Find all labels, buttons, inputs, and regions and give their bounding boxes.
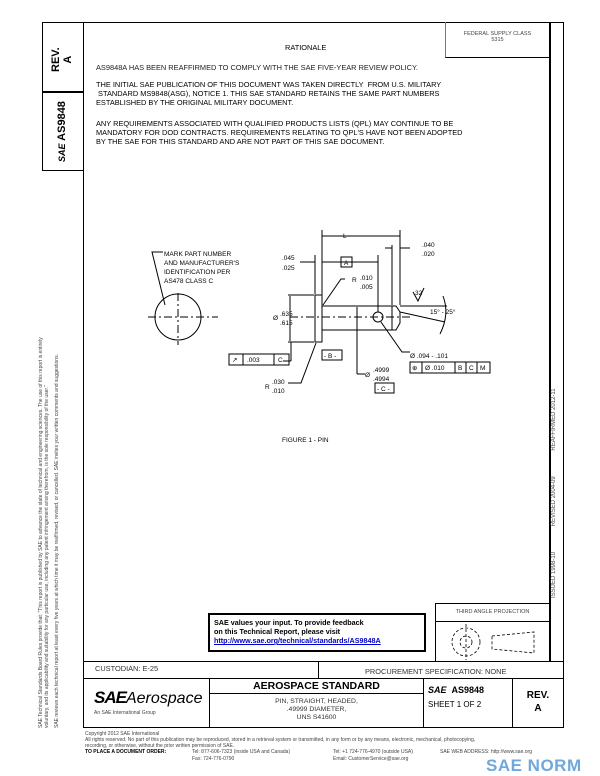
doc-number-cell: SAE AS9848 SHEET 1 OF 2 xyxy=(424,679,513,728)
surface-finish: 32 xyxy=(415,290,423,297)
title-cell: AEROSPACE STANDARD PIN, STRAIGHT, HEADED… xyxy=(210,679,424,728)
rev-label: REV. xyxy=(526,690,550,701)
position-tolerance: Ø .010 xyxy=(425,365,445,372)
dim-under-head-radius: .010 xyxy=(272,388,285,395)
runout-value: .003 xyxy=(247,357,260,364)
feedback-line: on this Technical Report, please visit xyxy=(214,627,341,636)
dim-hole: Ø .094 - .101 xyxy=(410,353,448,360)
runout-datum: C xyxy=(278,357,283,364)
marking-note-line: MARK PART NUMBER xyxy=(164,251,231,258)
runout-symbol: ↗ xyxy=(232,357,237,364)
sae-aerospace-logo: SAEAerospace An SAE International Group xyxy=(83,679,210,728)
dim-fillet: .005 xyxy=(360,284,373,291)
sheet-number: SHEET 1 OF 2 xyxy=(428,700,482,709)
rationale-paragraph: THE INITIAL SAE PUBLICATION OF THIS DOCU… xyxy=(96,80,442,107)
custodian: CUSTODIAN: E-25 xyxy=(95,664,159,673)
web-address[interactable]: SAE WEB ADDRESS: http://www.sae.org xyxy=(440,749,532,755)
position-mmc: M xyxy=(480,365,485,372)
dim-A: A xyxy=(344,260,349,267)
dim-head-thickness: .025 xyxy=(282,265,295,272)
dim-L: L xyxy=(343,233,347,240)
federal-supply-class-box: FEDERAL SUPPLY CLASS 5315 xyxy=(445,22,549,58)
dim-chamfer: .040 xyxy=(422,242,435,249)
dim-fillet: .010 xyxy=(360,275,373,282)
marking-note-line: IDENTIFICATION PER xyxy=(164,269,231,276)
dim-under-head-radius: .030 xyxy=(272,379,285,386)
marking-note-line: AND MANUFACTURER'S xyxy=(164,260,240,267)
rights-notice: All rights reserved. No part of this pub… xyxy=(85,737,476,743)
dim-shank-dia: .4994 xyxy=(373,376,390,383)
position-datum-c: C xyxy=(469,365,474,372)
dim-fillet: R xyxy=(352,277,357,284)
figure-caption: FIGURE 1 - PIN xyxy=(282,437,329,444)
title-line: .49999 DIAMETER, xyxy=(286,706,347,713)
pin-head xyxy=(314,294,323,343)
datum-b: - B - xyxy=(324,353,336,360)
drawing-frame xyxy=(83,22,564,728)
doc-number: AS9848 xyxy=(451,685,485,695)
feedback-line: SAE values your input. To provide feedba… xyxy=(214,618,364,627)
position-symbol: ⊕ xyxy=(412,365,418,372)
fax: Fax: 724-776-0790 xyxy=(192,756,235,762)
dim-angle: 15° - 25° xyxy=(430,308,456,316)
title-line: PIN, STRAIGHT, HEADED, xyxy=(275,698,358,705)
sae-mark: SAE xyxy=(428,685,447,695)
fsc-value: 5315 xyxy=(491,37,504,43)
dim-shank-dia: Ø xyxy=(365,372,370,379)
standard-heading: AEROSPACE STANDARD xyxy=(210,679,423,694)
custodian-row: CUSTODIAN: E-25 PROCUREMENT SPECIFICATIO… xyxy=(83,661,564,679)
copyright: Copyright 2012 SAE International xyxy=(85,731,160,737)
position-datum-b: B xyxy=(458,365,462,372)
tel-intl: Tel: +1 724-776-4970 (outside USA) xyxy=(333,749,413,755)
order-label: TO PLACE A DOCUMENT ORDER: xyxy=(85,749,167,755)
logo-sae: SAE xyxy=(94,688,127,707)
logo-tagline: An SAE International Group xyxy=(94,710,156,716)
custodian-divider xyxy=(318,662,319,678)
rev-cell: REV. A xyxy=(513,679,563,728)
right-strip-divider xyxy=(549,22,551,662)
rationale-paragraph: AS9848A HAS BEEN REAFFIRMED TO COMPLY WI… xyxy=(96,63,418,72)
rev-value: A xyxy=(534,703,542,714)
datum-c: - C - xyxy=(377,386,390,393)
dim-under-head-radius: R xyxy=(265,384,270,391)
marking-note-line: AS478 CLASS C xyxy=(164,278,213,285)
email[interactable]: Email: CustomerService@sae.org xyxy=(333,756,409,762)
sae-norm-watermark: SAE NORM xyxy=(486,756,582,775)
tel-us: Tel: 877-606-7323 (inside USA and Canada… xyxy=(192,749,291,755)
rationale-paragraph: ANY REQUIREMENTS ASSOCIATED WITH QUALIFI… xyxy=(96,119,463,146)
dim-chamfer: .020 xyxy=(422,251,435,258)
fsc-label: FEDERAL SUPPLY CLASS xyxy=(463,31,532,37)
rights-notice: recording, or otherwise, without the pri… xyxy=(85,743,235,749)
feedback-box: SAE values your input. To provide feedba… xyxy=(208,613,426,652)
pin-shank xyxy=(322,305,401,331)
projection-box: THIRD ANGLE PROJECTION xyxy=(435,603,550,662)
dim-head-thickness: .045 xyxy=(282,255,295,262)
logo-aerospace: Aerospace xyxy=(125,690,203,707)
title-line: UNS S41600 xyxy=(296,714,337,721)
projection-label: THIRD ANGLE PROJECTION xyxy=(436,604,549,622)
dim-head-dia: .635 xyxy=(280,311,293,318)
procurement-spec: PROCUREMENT SPECIFICATION: NONE xyxy=(365,667,507,676)
dim-shank-dia: .4999 xyxy=(373,367,390,374)
feedback-link[interactable]: http://www.sae.org/technical/standards/A… xyxy=(214,636,381,645)
projection-symbol-icon xyxy=(451,624,535,660)
rationale-heading: RATIONALE xyxy=(285,43,327,52)
dim-head-dia: Ø xyxy=(273,315,278,322)
dim-head-dia: .615 xyxy=(280,320,293,327)
